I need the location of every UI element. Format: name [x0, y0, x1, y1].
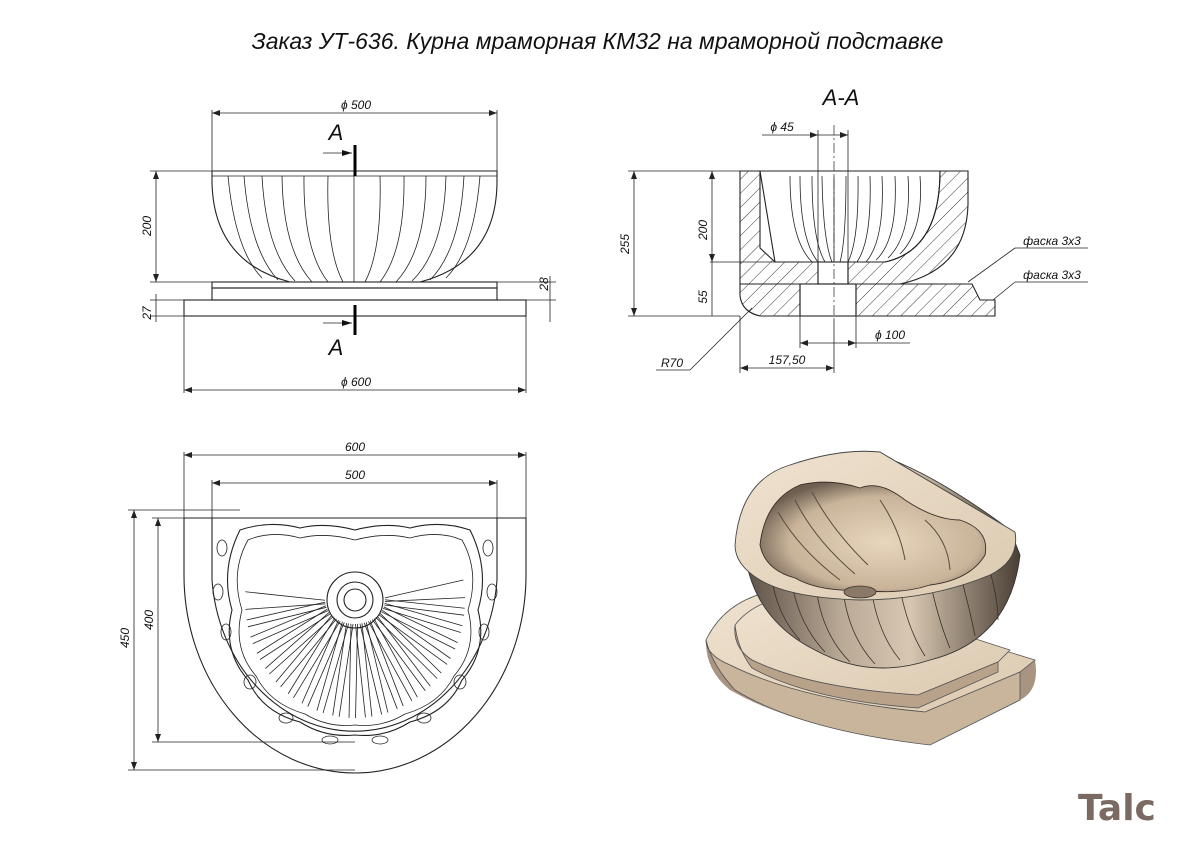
dim-base-height: 55: [696, 290, 710, 304]
flute-line: [384, 579, 464, 599]
dim-offset: 157,50: [769, 353, 806, 367]
dim-plinth-height: 27: [140, 305, 154, 321]
flute-line: [287, 617, 336, 694]
front-view: ϕ 500 ϕ 600 200 27 28 A A: [140, 98, 556, 393]
flute-line: [382, 608, 461, 633]
section-view: A-A: [618, 85, 1088, 373]
flute-line: [359, 623, 383, 715]
page-title: Заказ УТ-636. Курна мраморная КМ32 на мр…: [251, 28, 944, 54]
dim-bowl-height: 200: [696, 220, 710, 241]
flute-line: [275, 614, 333, 683]
flute-line: [246, 601, 326, 621]
dim-radius: R70: [661, 356, 683, 370]
isometric-view: [705, 450, 1036, 746]
flute-line: [332, 622, 347, 716]
flute-line: [368, 621, 413, 702]
flute-line: [363, 622, 398, 710]
top-view: 600 500 450 400: [118, 440, 527, 774]
dim-width-outer: 600: [345, 440, 365, 454]
flute-line: [375, 617, 438, 679]
dim-drain-diameter: ϕ 45: [770, 120, 794, 134]
dim-width-inner: 500: [345, 468, 365, 482]
flute-line: [301, 619, 339, 704]
section-mark-bottom: A: [327, 335, 344, 360]
chamfer-label-2: фаска 3х3: [1023, 268, 1081, 282]
section-label: A-A: [821, 85, 860, 110]
dim-depth-outer: 450: [118, 628, 132, 648]
flute-line: [355, 623, 366, 718]
flute-line: [378, 614, 448, 665]
flute-line: [245, 591, 326, 601]
flute-line: [348, 623, 352, 718]
flute-line: [316, 621, 343, 711]
flute-line: [384, 604, 465, 616]
section-mark-top: A: [327, 120, 344, 145]
flute-line: [256, 608, 328, 654]
flute-line: [384, 597, 465, 602]
dim-height: 200: [140, 216, 154, 237]
chamfer-label-1: фаска 3х3: [1023, 234, 1081, 248]
dim-outlet-diameter: ϕ 100: [875, 328, 905, 342]
flute-line: [265, 612, 330, 669]
dim-plinth-step: 28: [537, 277, 551, 292]
dim-total-height: 255: [618, 234, 632, 255]
brand-logo: Talc: [1078, 788, 1156, 829]
dim-base-diameter: ϕ 600: [341, 375, 371, 389]
dim-top-diameter: ϕ 500: [341, 98, 371, 112]
flute-line: [381, 611, 456, 650]
flute-line: [371, 619, 426, 691]
flute-line: [250, 605, 327, 638]
dim-depth-inner: 400: [142, 610, 156, 630]
